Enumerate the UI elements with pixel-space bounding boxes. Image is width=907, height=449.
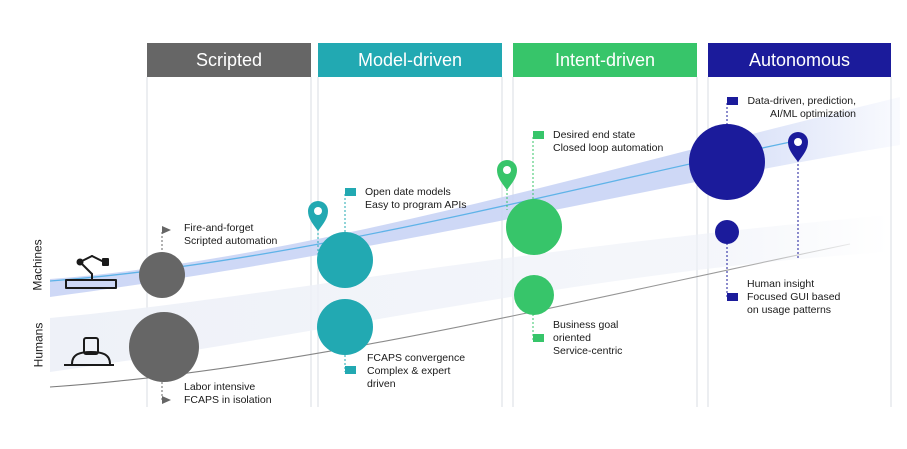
flag-marker-icon xyxy=(162,396,171,404)
location-pin-icon xyxy=(788,132,808,162)
intent-machine-circle xyxy=(506,199,562,255)
auto-human-label: Human insight Focused GUI based on usage… xyxy=(747,278,841,316)
machines-axis-label: Machines xyxy=(30,239,45,291)
stage-title: Autonomous xyxy=(748,49,851,70)
flag-marker-icon xyxy=(345,366,356,374)
stage-title: Scripted xyxy=(195,49,263,70)
scripted-machine-circle xyxy=(139,252,185,298)
stage-header-scripted: Scripted xyxy=(147,43,311,77)
model-human-label: FCAPS convergence Complex & expert drive… xyxy=(367,352,466,390)
intent-machine-label: Desired end state Closed loop automation xyxy=(553,129,664,154)
flag-marker-icon xyxy=(533,334,544,342)
scripted-human-label: Labor intensive FCAPS in isolation xyxy=(184,381,272,406)
model-machine-circle xyxy=(317,232,373,288)
stage-header-autonomous: Autonomous xyxy=(708,43,891,77)
flag-marker-icon xyxy=(345,188,356,196)
auto-human-circle xyxy=(715,220,739,244)
stage-header-intent-driven: Intent-driven xyxy=(513,43,697,77)
stage-title: Intent-driven xyxy=(554,49,656,70)
auto-machine-label: Data-driven, prediction, AI/ML optimizat… xyxy=(747,95,856,120)
flag-marker-icon xyxy=(162,226,171,234)
machines-band xyxy=(50,97,900,297)
flag-marker-icon xyxy=(533,131,544,139)
stage-title: Model-driven xyxy=(357,49,463,70)
flag-marker-icon xyxy=(727,293,738,301)
model-human-circle xyxy=(317,299,373,355)
location-pin-icon xyxy=(497,160,517,190)
model-machine-label: Open date models Easy to program APIs xyxy=(365,186,467,211)
humans-band xyxy=(50,215,890,372)
intent-human-label: Business goal oriented Service-centric xyxy=(553,319,623,357)
auto-machine-circle xyxy=(689,124,765,200)
flag-marker-icon xyxy=(727,97,738,105)
scripted-machine-label: Fire-and-forget Scripted automation xyxy=(184,222,278,247)
stage-header-model-driven: Model-driven xyxy=(318,43,502,77)
scripted-human-circle xyxy=(129,312,199,382)
person-at-desk-icon xyxy=(64,337,114,366)
location-pin-icon xyxy=(308,201,328,231)
robot-arm-icon xyxy=(65,255,117,289)
humans-axis-label: Humans xyxy=(31,322,46,368)
intent-human-circle xyxy=(514,275,554,315)
